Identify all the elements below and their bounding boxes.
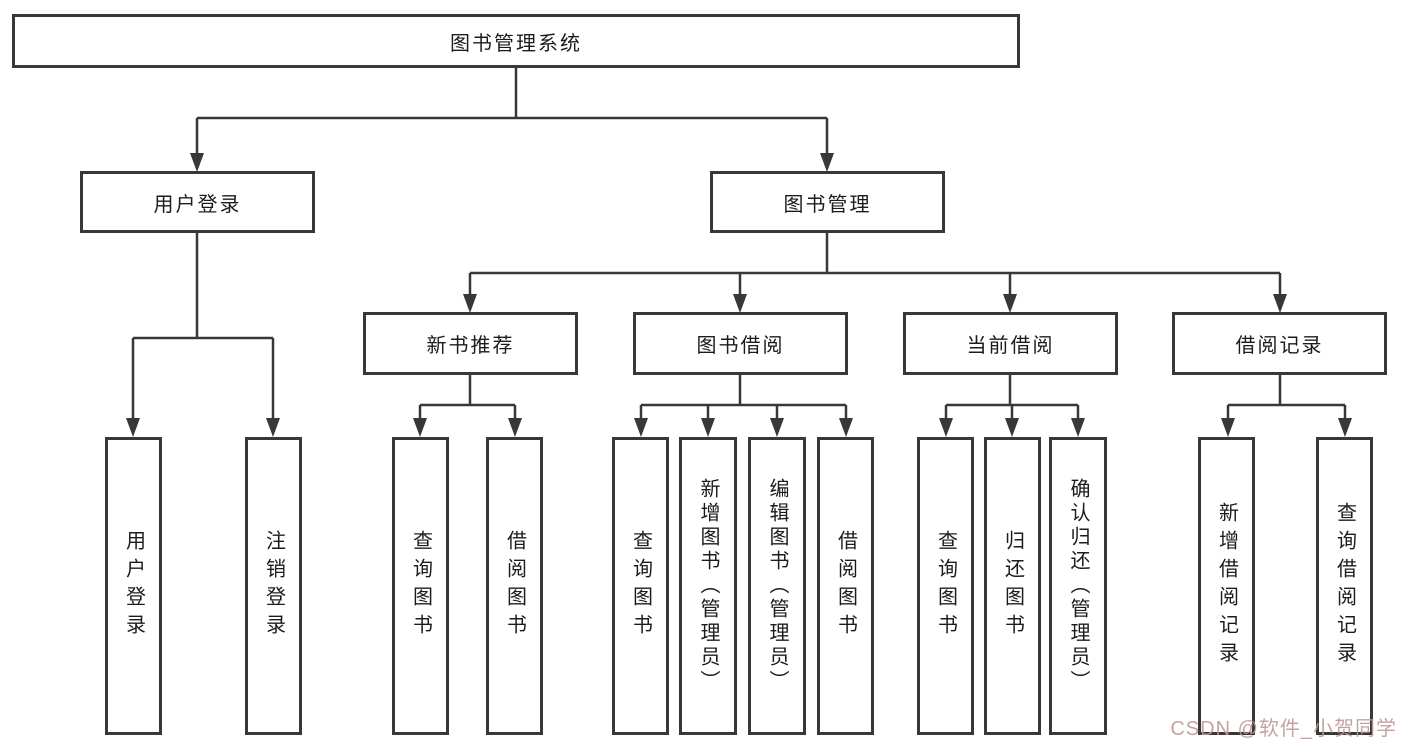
leaf-current-query: 查询图书: [917, 437, 974, 735]
leaf-recommend-borrow: 借阅图书: [486, 437, 543, 735]
leaf-logout: 注销登录: [245, 437, 302, 735]
leaf-borrow-query-label: 查询图书: [629, 530, 652, 642]
leaf-current-confirm-label: 确认归还（管理员）: [1067, 478, 1089, 694]
node-new-book-recommend-label: 新书推荐: [426, 335, 515, 357]
node-borrow-records: 借阅记录: [1172, 312, 1387, 375]
leaf-current-confirm: 确认归还（管理员）: [1049, 437, 1107, 735]
node-book-management-label: 图书管理: [783, 193, 872, 216]
node-user-login-label: 用户登录: [153, 193, 242, 216]
node-root: 图书管理系统: [12, 14, 1020, 68]
leaf-current-query-label: 查询图书: [934, 530, 957, 642]
leaf-borrow-query: 查询图书: [612, 437, 669, 735]
node-root-label: 图书管理系统: [450, 32, 582, 55]
node-user-login: 用户登录: [80, 171, 315, 233]
leaf-borrow-do: 借阅图书: [817, 437, 874, 735]
leaf-recommend-query: 查询图书: [392, 437, 449, 735]
node-book-management: 图书管理: [710, 171, 945, 233]
leaf-recommend-query-label: 查询图书: [409, 530, 432, 642]
leaf-borrow-add-label: 新增图书（管理员）: [697, 478, 719, 694]
csdn-watermark: CSDN @软件_小贺同学: [1170, 718, 1397, 740]
leaf-records-add-label: 新增借阅记录: [1215, 502, 1238, 670]
leaf-current-return: 归还图书: [984, 437, 1041, 735]
node-current-borrow: 当前借阅: [903, 312, 1118, 375]
leaf-logout-label: 注销登录: [262, 530, 285, 642]
leaf-current-return-label: 归还图书: [1001, 530, 1024, 642]
leaf-borrow-do-label: 借阅图书: [834, 530, 857, 642]
leaf-recommend-borrow-label: 借阅图书: [503, 530, 526, 642]
node-current-borrow-label: 当前借阅: [966, 335, 1055, 357]
leaf-user-login: 用户登录: [105, 437, 162, 735]
node-book-borrow: 图书借阅: [633, 312, 848, 375]
arrowheads: [126, 153, 1352, 437]
leaf-borrow-edit-label: 编辑图书（管理员）: [766, 478, 788, 694]
leaf-user-login-label: 用户登录: [122, 530, 145, 642]
node-book-borrow-label: 图书借阅: [696, 335, 785, 357]
leaf-borrow-add: 新增图书（管理员）: [679, 437, 737, 735]
node-new-book-recommend: 新书推荐: [363, 312, 578, 375]
leaf-borrow-edit: 编辑图书（管理员）: [748, 437, 806, 735]
leaf-records-query: 查询借阅记录: [1316, 437, 1373, 735]
node-borrow-records-label: 借阅记录: [1235, 335, 1324, 357]
leaf-records-add: 新增借阅记录: [1198, 437, 1255, 735]
leaf-records-query-label: 查询借阅记录: [1333, 502, 1356, 670]
